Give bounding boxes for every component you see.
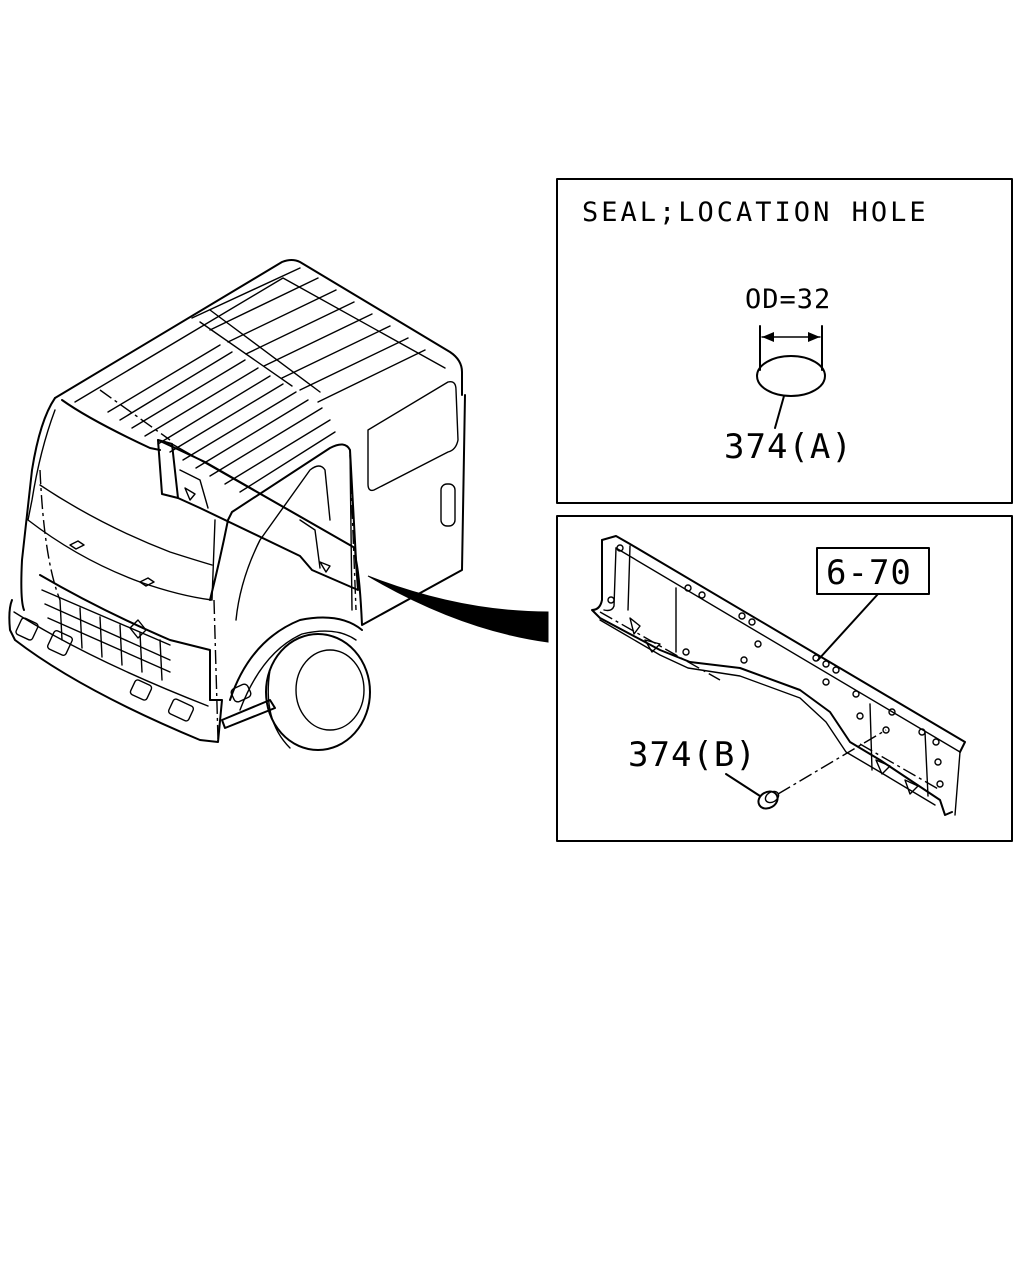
seal-detail-box: SEAL;LOCATION HOLE OD=32 374(A) bbox=[556, 178, 1013, 504]
seal-a-label: 374(A) bbox=[724, 427, 853, 467]
seal-b-install-line bbox=[777, 729, 887, 795]
reference-box bbox=[816, 547, 930, 595]
seal-b-label: 374(B) bbox=[628, 735, 757, 775]
frame-detail-box: 6-70 374(B) bbox=[556, 515, 1013, 842]
round-seal-plug bbox=[756, 325, 826, 429]
seal-b-plug-icon bbox=[757, 790, 780, 810]
cab-frame-member bbox=[591, 535, 966, 816]
detail-title: SEAL;LOCATION HOLE bbox=[582, 197, 929, 228]
seal-b-leader bbox=[725, 773, 761, 797]
reference-label: 6-70 bbox=[826, 553, 912, 593]
truck-cab-illustration bbox=[8, 259, 549, 751]
od-dimension-label: OD=32 bbox=[745, 284, 831, 315]
reference-leader bbox=[817, 593, 879, 661]
